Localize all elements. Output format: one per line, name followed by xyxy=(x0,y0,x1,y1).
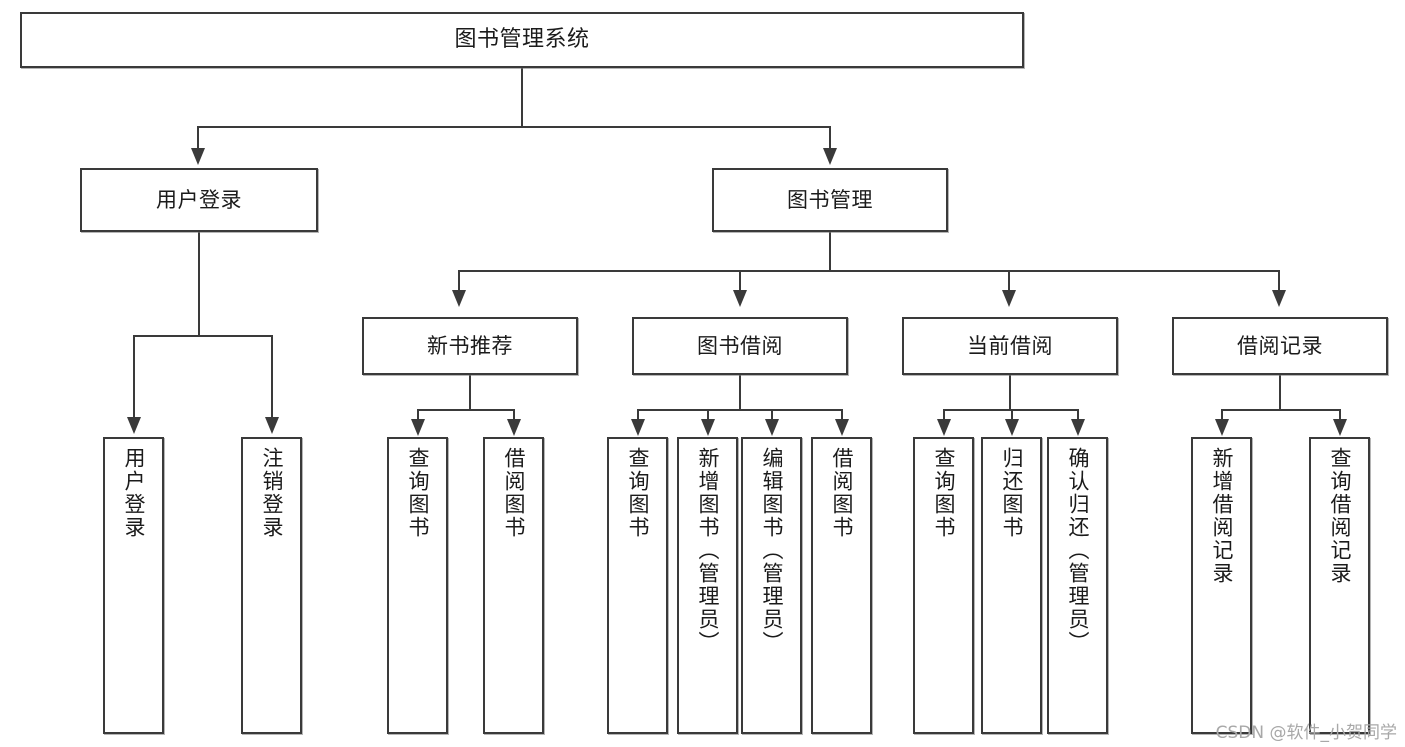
node-label: 确认归还（管理员） xyxy=(1066,447,1090,654)
node-label: 查询图书 xyxy=(406,447,430,539)
connector-bb-drop-1 xyxy=(637,409,639,421)
node-new-book-recommend[interactable]: 新书推荐 xyxy=(362,317,578,375)
node-label: 借阅图书 xyxy=(830,447,854,539)
arrowhead-bm-1 xyxy=(452,290,466,307)
connector-cb-drop-2 xyxy=(1011,409,1013,421)
connector-root-drop-left xyxy=(197,126,199,150)
node-label: 查询图书 xyxy=(932,447,956,539)
connector-bb-bus xyxy=(637,409,842,411)
connector-nbr-drop-1 xyxy=(417,409,419,421)
leaf-bb-add-book-admin[interactable]: 新增图书（管理员） xyxy=(677,437,738,734)
node-user-login[interactable]: 用户登录 xyxy=(80,168,318,232)
arrowhead-cb-2 xyxy=(1005,419,1019,436)
connector-nbr-bus xyxy=(417,409,515,411)
node-label: 图书管理系统 xyxy=(454,27,590,53)
connector-book-management-stem xyxy=(829,232,831,272)
node-label: 图书管理 xyxy=(787,187,873,212)
leaf-cb-confirm-return-admin[interactable]: 确认归还（管理员） xyxy=(1047,437,1108,734)
node-book-borrow[interactable]: 图书借阅 xyxy=(632,317,848,375)
leaf-bb-borrow-book[interactable]: 借阅图书 xyxy=(811,437,872,734)
leaf-bb-query-book[interactable]: 查询图书 xyxy=(607,437,668,734)
leaf-cb-return-book[interactable]: 归还图书 xyxy=(981,437,1042,734)
node-label: 用户登录 xyxy=(122,447,146,539)
arrowhead-bm-4 xyxy=(1272,290,1286,307)
connector-cb-drop-3 xyxy=(1077,409,1079,421)
node-label: 借阅记录 xyxy=(1237,333,1323,358)
arrowhead-bb-3 xyxy=(765,419,779,436)
csdn-watermark: CSDN @软件_小贺同学 xyxy=(1215,723,1397,743)
arrowhead-bb-4 xyxy=(835,419,849,436)
connector-bb-stem xyxy=(739,375,741,411)
connector-cb-stem xyxy=(1009,375,1011,411)
connector-user-login-bus xyxy=(133,335,273,337)
arrowhead-nbr-2 xyxy=(507,419,521,436)
connector-br-bus xyxy=(1221,409,1339,411)
node-label: 用户登录 xyxy=(156,187,242,212)
connector-user-login-drop-1 xyxy=(133,335,135,419)
arrowhead-to-user-login xyxy=(191,148,205,165)
arrowhead-br-1 xyxy=(1215,419,1229,436)
leaf-user-login-login[interactable]: 用户登录 xyxy=(103,437,164,734)
arrowhead-bb-2 xyxy=(701,419,715,436)
arrowhead-user-login-2 xyxy=(265,417,279,434)
connector-bb-drop-3 xyxy=(771,409,773,421)
connector-cb-drop-1 xyxy=(943,409,945,421)
arrowhead-user-login-1 xyxy=(127,417,141,434)
arrowhead-br-2 xyxy=(1333,419,1347,436)
leaf-user-login-logout[interactable]: 注销登录 xyxy=(241,437,302,734)
connector-bm-drop-1 xyxy=(458,270,460,292)
node-label: 查询图书 xyxy=(626,447,650,539)
connector-root-drop-right xyxy=(829,126,831,150)
connector-nbr-stem xyxy=(469,375,471,411)
node-label: 注销登录 xyxy=(260,447,284,539)
node-label: 归还图书 xyxy=(1000,447,1024,539)
node-label: 图书借阅 xyxy=(697,333,783,358)
arrowhead-bm-3 xyxy=(1002,290,1016,307)
arrowhead-cb-1 xyxy=(937,419,951,436)
connector-user-login-drop-2 xyxy=(271,335,273,419)
leaf-br-add-record[interactable]: 新增借阅记录 xyxy=(1191,437,1252,734)
arrowhead-cb-3 xyxy=(1071,419,1085,436)
node-label: 当前借阅 xyxy=(967,333,1053,358)
node-label: 新增借阅记录 xyxy=(1210,447,1234,585)
node-label: 查询借阅记录 xyxy=(1328,447,1352,585)
node-current-borrow[interactable]: 当前借阅 xyxy=(902,317,1118,375)
leaf-nbr-query-book[interactable]: 查询图书 xyxy=(387,437,448,734)
connector-br-drop-2 xyxy=(1339,409,1341,421)
arrowhead-bm-2 xyxy=(733,290,747,307)
connector-bm-drop-3 xyxy=(1008,270,1010,292)
connector-nbr-drop-2 xyxy=(513,409,515,421)
connector-bb-drop-4 xyxy=(841,409,843,421)
leaf-nbr-borrow-book[interactable]: 借阅图书 xyxy=(483,437,544,734)
arrowhead-nbr-1 xyxy=(411,419,425,436)
node-label: 编辑图书（管理员） xyxy=(760,447,784,654)
connector-br-drop-1 xyxy=(1221,409,1223,421)
leaf-bb-edit-book-admin[interactable]: 编辑图书（管理员） xyxy=(741,437,802,734)
node-root-book-management-system[interactable]: 图书管理系统 xyxy=(20,12,1024,68)
connector-root-bus xyxy=(197,126,831,128)
node-label: 借阅图书 xyxy=(502,447,526,539)
leaf-br-query-record[interactable]: 查询借阅记录 xyxy=(1309,437,1370,734)
arrowhead-bb-1 xyxy=(631,419,645,436)
connector-bm-drop-4 xyxy=(1278,270,1280,292)
connector-bb-drop-2 xyxy=(707,409,709,421)
node-borrow-records[interactable]: 借阅记录 xyxy=(1172,317,1388,375)
connector-br-stem xyxy=(1279,375,1281,411)
leaf-cb-query-book[interactable]: 查询图书 xyxy=(913,437,974,734)
connector-user-login-stem xyxy=(198,232,200,336)
connector-root-stem xyxy=(521,68,523,126)
connector-cb-bus xyxy=(943,409,1077,411)
node-label: 新增图书（管理员） xyxy=(696,447,720,654)
connector-book-management-bus xyxy=(458,270,1280,272)
connector-bm-drop-2 xyxy=(739,270,741,292)
node-book-management[interactable]: 图书管理 xyxy=(712,168,948,232)
arrowhead-to-book-management xyxy=(823,148,837,165)
node-label: 新书推荐 xyxy=(427,333,513,358)
